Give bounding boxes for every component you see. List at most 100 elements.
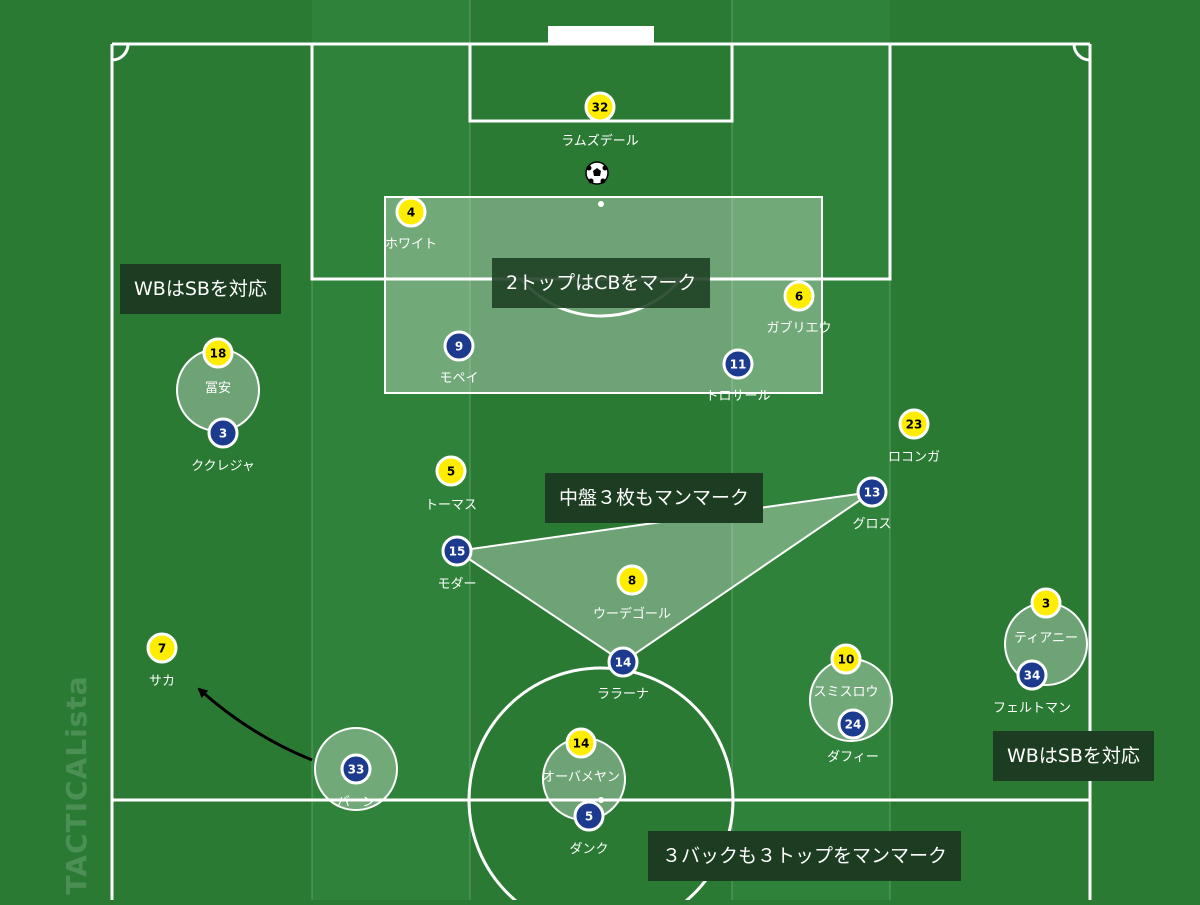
player-duffy: 24 ダフィー	[827, 708, 879, 765]
player-token	[898, 408, 930, 440]
player-token	[1030, 587, 1062, 619]
player-white: 4 ホワイト	[385, 196, 437, 252]
player-token	[207, 417, 239, 449]
player-token	[202, 337, 234, 369]
player-token	[435, 455, 467, 487]
player-token	[340, 753, 372, 785]
player-dunk: 5 ダンク	[569, 800, 609, 857]
player-smithrowe: 10 スミスロウ	[813, 643, 879, 700]
player-token	[607, 646, 639, 678]
player-cucurella: 3 ククレジャ	[191, 417, 255, 474]
note-midfield: 中盤３枚もマンマーク	[545, 473, 764, 523]
note-two-top: 2トップはCBをマーク	[492, 258, 711, 308]
player-name: ウーデゴール	[593, 606, 671, 622]
player-name: ロコンガ	[888, 450, 940, 465]
player-number: 34	[1024, 669, 1041, 683]
player-number: 5	[447, 465, 455, 479]
player-number: 3	[219, 427, 227, 441]
player-trossard: 11 トロサール	[705, 348, 771, 404]
player-tomiyasu: 18 冨安	[202, 337, 234, 396]
player-ramsdale: 32 ラムズデール	[561, 91, 639, 149]
pitch-stripes	[312, 0, 890, 900]
player-name: ククレジャ	[191, 459, 255, 474]
player-lokonga: 23 ロコンガ	[888, 408, 940, 465]
player-token	[441, 535, 473, 567]
player-number: 15	[449, 545, 466, 559]
player-name: スミスロウ	[813, 685, 878, 700]
player-gabriel: 6 ガブリエウ	[766, 280, 832, 336]
player-number: 32	[592, 101, 609, 115]
player-number: 3	[1042, 597, 1050, 611]
player-token	[146, 632, 178, 664]
player-number: 13	[864, 486, 881, 500]
player-token	[616, 564, 648, 596]
note-wb-right: WBはSBを対応	[993, 731, 1154, 781]
player-name: グロス	[852, 517, 891, 532]
player-token	[830, 643, 862, 675]
player-number: 18	[210, 347, 227, 361]
player-number: 4	[407, 206, 415, 220]
player-gross: 13 グロス	[852, 476, 892, 532]
player-number: 6	[795, 290, 803, 304]
players: 32 ラムズデール 4 ホワイト 6 ガブリエウ 18 冨安 23 ロコンガ 5…	[146, 91, 1078, 857]
player-name: フェルトマン	[993, 701, 1071, 716]
player-moder: 15 モダー	[437, 535, 477, 592]
player-token	[783, 280, 815, 312]
player-name: モダー	[437, 577, 476, 592]
center-spot	[598, 797, 604, 803]
player-saka: 7 サカ	[146, 632, 178, 689]
player-number: 24	[845, 718, 862, 732]
note-back-three: ３バックも３トップをマンマーク	[648, 831, 962, 881]
player-name: バーン	[337, 795, 375, 810]
watermark-logo: TACTICALista	[60, 675, 93, 895]
player-feltscher: 34 フェルトマン	[993, 659, 1071, 716]
player-token	[395, 196, 427, 228]
player-number: 10	[838, 653, 855, 667]
corner-arc-left	[111, 43, 130, 62]
player-name: ダンク	[569, 842, 608, 857]
player-token	[837, 708, 869, 740]
player-number: 11	[730, 358, 747, 372]
center-circle	[467, 666, 735, 900]
player-name: ララーナ	[597, 687, 649, 702]
player-token	[722, 348, 754, 380]
player-number: 9	[455, 340, 463, 354]
player-name: オーバメヤン	[542, 770, 620, 785]
player-odegaard: 8 ウーデゴール	[593, 564, 671, 622]
stripe-guide-lines	[311, 0, 891, 900]
run-arrow	[197, 687, 313, 762]
player-number: 7	[158, 642, 166, 656]
player-number: 14	[573, 737, 590, 751]
player-token	[573, 800, 605, 832]
player-name: モペイ	[439, 371, 478, 386]
player-token	[584, 91, 616, 123]
player-number: 8	[628, 574, 636, 588]
player-number: 23	[906, 418, 923, 432]
player-tierney: 3 ティアニー	[1014, 587, 1078, 646]
player-number: 5	[585, 810, 593, 824]
player-name: サカ	[149, 674, 175, 689]
goal	[548, 26, 654, 44]
note-wb-left: WBはSBを対応	[120, 264, 281, 314]
player-lallana: 14 ララーナ	[597, 646, 649, 702]
penalty-spot	[598, 201, 604, 207]
player-thomas: 5 トーマス	[425, 455, 477, 513]
ball	[585, 161, 609, 185]
player-token	[443, 330, 475, 362]
player-name: ホワイト	[385, 237, 437, 252]
player-maupay: 9 モペイ	[439, 330, 479, 386]
player-token	[565, 727, 597, 759]
player-name: トーマス	[425, 498, 477, 513]
player-name: ダフィー	[827, 750, 879, 765]
player-number: 14	[615, 656, 632, 670]
player-name: ティアニー	[1014, 631, 1078, 646]
player-token	[1016, 659, 1048, 691]
player-token	[856, 476, 888, 508]
player-aubameyang: 14 オーバメヤン	[542, 727, 620, 785]
player-number: 33	[348, 763, 365, 777]
player-burn: 33 バーン	[337, 753, 375, 810]
player-name: 冨安	[205, 381, 231, 396]
player-name: ガブリエウ	[766, 320, 831, 336]
player-name: トロサール	[705, 389, 770, 404]
